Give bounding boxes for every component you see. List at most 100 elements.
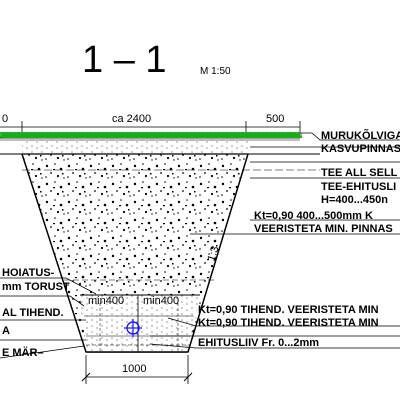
right-labels: MURUKÕLVIGA KASVUPINNAS TEE ALL SELL TEE…: [198, 129, 400, 349]
grass-tuft: [209, 131, 215, 139]
grass-tuft: [177, 131, 183, 139]
label-grass: MURUKÕLVIGA: [321, 129, 400, 142]
grass-tuft: [65, 131, 71, 139]
grass-tuft: [153, 131, 159, 139]
label-sand: EHITUSLIIV Fr. 0...2mm: [198, 337, 319, 349]
grass-tuft: [145, 131, 151, 139]
grass-tuft: [229, 131, 235, 139]
grass-tuft: [29, 131, 35, 139]
grass-strip: [0, 131, 303, 139]
left-leaders: [0, 277, 97, 359]
right-leaders: [149, 132, 400, 349]
grass-tuft: [53, 131, 59, 139]
bottom-dimension: 1000: [81, 355, 193, 384]
grass-tuft: [253, 131, 259, 139]
grass-tuft: [81, 131, 87, 139]
label-road-under: TEE ALL SELL: [321, 167, 398, 179]
grass-tuft: [97, 131, 103, 139]
grass-tuft: [249, 131, 255, 139]
pipe-marker: [124, 319, 142, 337]
grass-tuft: [265, 131, 271, 139]
grass-tuft: [193, 131, 199, 139]
grass-tuft: [113, 131, 119, 139]
min-left-label: min400: [88, 295, 124, 307]
label-compaction-3: Kt=0,90 TIHEND. VEERISTETA MIN: [198, 317, 379, 329]
dim-left: 0: [2, 113, 8, 125]
grass-tuft: [241, 131, 247, 139]
grass-tuft: [289, 131, 295, 139]
grass-tuft: [137, 131, 143, 139]
grass-tuft: [173, 131, 179, 139]
grass-tuft: [189, 131, 195, 139]
label-a: A: [2, 325, 10, 337]
grass-tuft: [269, 131, 275, 139]
dim-bottom: 1000: [122, 363, 146, 375]
grass-tuft: [121, 131, 127, 139]
grass-tuft: [149, 131, 155, 139]
grass-tuft: [261, 131, 267, 139]
grass-tuft: [57, 131, 63, 139]
grass-tuft: [277, 131, 283, 139]
grass-tuft: [257, 131, 263, 139]
grass-tuft: [33, 131, 39, 139]
top-dimension: 0 ca 2400 500: [0, 113, 301, 133]
grass-tuft: [125, 131, 131, 139]
grass-tuft: [129, 131, 135, 139]
section-title: 1 – 1: [82, 39, 167, 81]
label-height: H=400...450n: [321, 194, 388, 206]
scale-label: M 1:50: [200, 66, 231, 77]
label-road-build: TEE-EHITUSLI: [321, 181, 396, 193]
slope-label: 1:3: [205, 245, 221, 263]
grass-tuft: [185, 131, 191, 139]
grass-tuft: [237, 131, 243, 139]
grass-tuft: [117, 131, 123, 139]
grass-tuft: [21, 131, 27, 139]
grass-tuft: [1, 131, 7, 139]
label-soil-1: VEERISTETA MIN. PINNAS: [254, 223, 393, 235]
grass-tuft: [197, 131, 203, 139]
grass-tuft: [9, 131, 15, 139]
min-right-label: min400: [143, 295, 179, 307]
grass-tuft: [233, 131, 239, 139]
grass-tuft: [201, 131, 207, 139]
grass-tuft: [157, 131, 163, 139]
label-compacted: AL TIHEND.: [2, 307, 64, 319]
grass-tuft: [41, 131, 47, 139]
grass-tuft: [221, 131, 227, 139]
grass-tuft: [45, 131, 51, 139]
grass-tuft: [69, 131, 75, 139]
grass-tuft: [109, 131, 115, 139]
label-marker: E MÄR–: [2, 346, 44, 359]
grass-tuft: [297, 131, 303, 139]
grass-tuft: [165, 131, 171, 139]
grass-tuft: [225, 131, 231, 139]
grass-tuft: [25, 131, 31, 139]
grass-tuft: [101, 131, 107, 139]
grass-tuft: [141, 131, 147, 139]
label-compaction-2: Kt=0,90 TIHEND. VEERISTETA MIN: [198, 304, 379, 316]
grass-tuft: [5, 131, 11, 139]
label-warning: HOIATUS-: [2, 267, 55, 279]
grass-tuft: [77, 131, 83, 139]
grass-tuft: [61, 131, 67, 139]
grass-tuft: [161, 131, 167, 139]
grass-tuft: [217, 131, 223, 139]
grass-tuft: [17, 131, 23, 139]
grass-tuft: [285, 131, 291, 139]
grass-tuft: [293, 131, 299, 139]
grass-tuft: [281, 131, 287, 139]
grass-tuft: [105, 131, 111, 139]
grass-tuft: [245, 131, 251, 139]
topsoil-layer: [22, 140, 248, 154]
label-compaction-1: Kt=0,90 400...500mm K: [254, 210, 373, 222]
grass-tuft: [13, 131, 19, 139]
dim-top: ca 2400: [112, 113, 151, 125]
dim-right: 500: [266, 113, 284, 125]
grass-tuft: [73, 131, 79, 139]
grass-tuft: [37, 131, 43, 139]
grass-tuft: [133, 131, 139, 139]
grass-tuft: [93, 131, 99, 139]
grass-tuft: [273, 131, 279, 139]
grass-tuft: [205, 131, 211, 139]
